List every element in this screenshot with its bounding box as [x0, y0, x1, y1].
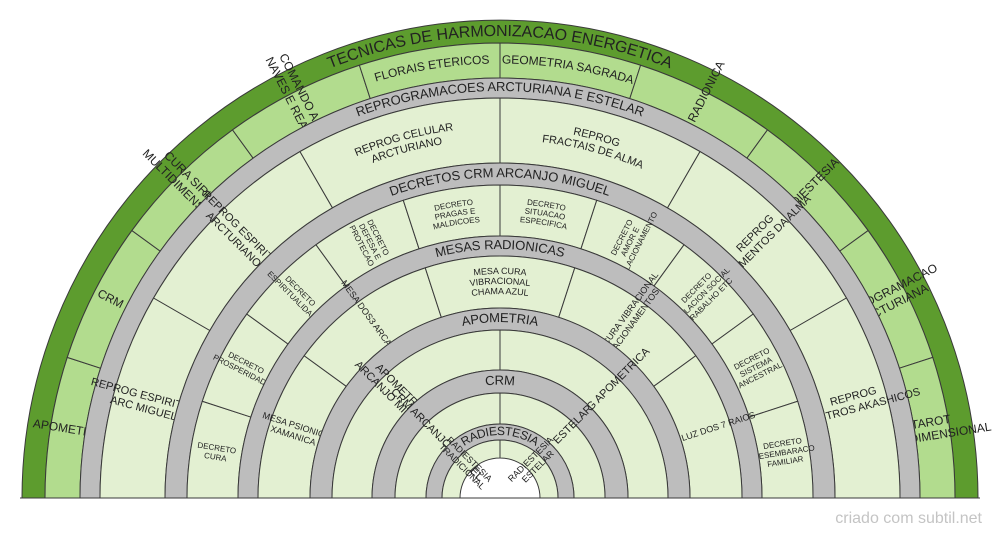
mesa-label: CHAMA AZUL [471, 286, 529, 298]
crm-band-title: CRM [484, 373, 515, 389]
mesa-label: MESA CURA [473, 266, 527, 278]
technique-label: TAROT [910, 412, 952, 432]
mesa-label: VIBRACIONAL [469, 276, 531, 288]
credit-watermark: criado com subtil.net [835, 510, 982, 527]
apometria-band-title: APOMETRIA [460, 310, 540, 329]
decreto-label: CURA [203, 451, 227, 464]
